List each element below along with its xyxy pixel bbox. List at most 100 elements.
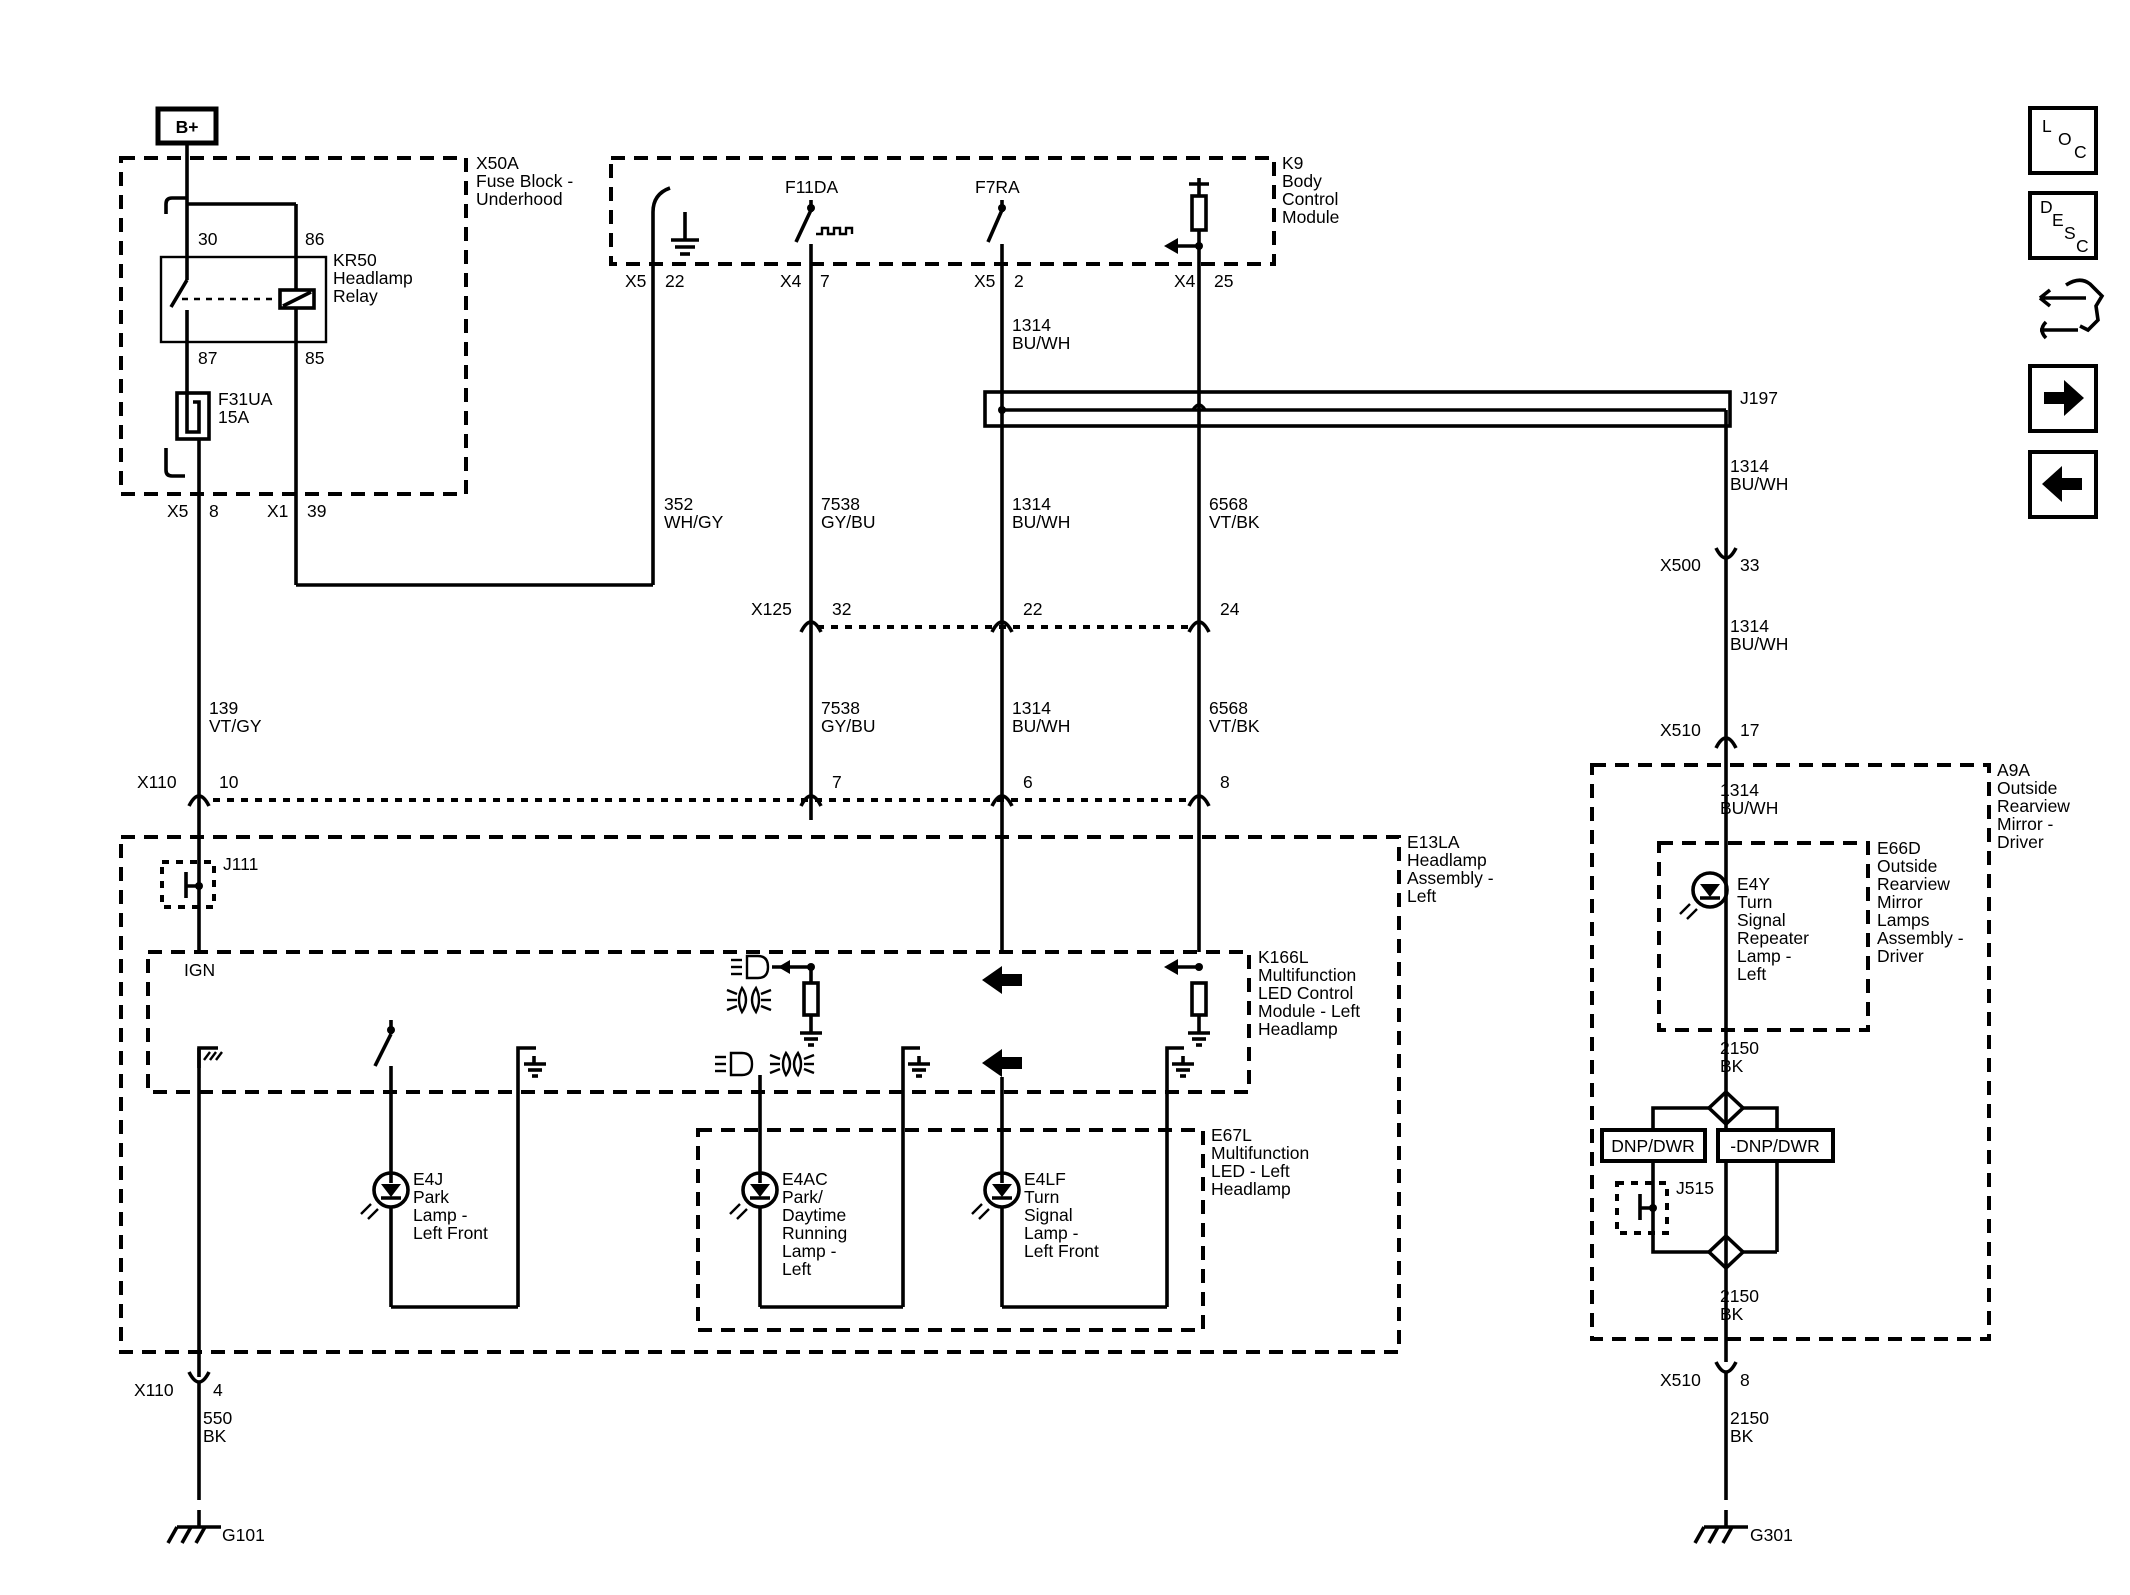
repeater-lamp-label: E4Y Turn Signal Repeater Lamp - Left bbox=[1737, 874, 1809, 984]
svg-text:7538: 7538 bbox=[821, 494, 860, 514]
svg-text:Park/: Park/ bbox=[782, 1187, 823, 1207]
svg-text:Assembly -: Assembly - bbox=[1407, 868, 1494, 888]
relay-pin-85: 85 bbox=[305, 348, 324, 368]
resistor-icon bbox=[1190, 194, 1208, 232]
bcm-p2-name: F11DA bbox=[785, 177, 838, 197]
location-button[interactable]: L O C bbox=[2028, 106, 2098, 175]
svg-text:Signal: Signal bbox=[1737, 910, 1786, 930]
bcm-p3-conn: X5 bbox=[974, 271, 995, 291]
svg-text:BU/WH: BU/WH bbox=[1720, 798, 1778, 818]
led-control-module-label: K166L Multifunction LED Control Module -… bbox=[1258, 947, 1360, 1039]
svg-text:1314: 1314 bbox=[1012, 698, 1051, 718]
j515-box bbox=[1615, 1181, 1669, 1235]
svg-text:Left: Left bbox=[1407, 886, 1436, 906]
svg-text:Turn: Turn bbox=[1024, 1187, 1059, 1207]
svg-text:LED Control: LED Control bbox=[1258, 983, 1353, 1003]
svg-text:-DNP/DWR: -DNP/DWR bbox=[1730, 1136, 1819, 1156]
multifunction-led-label: E67L Multifunction LED - Left Headlamp bbox=[1211, 1125, 1309, 1199]
svg-text:Body: Body bbox=[1282, 171, 1322, 191]
svg-text:Lamp -: Lamp - bbox=[782, 1241, 837, 1261]
fuse-out2-conn: X1 bbox=[267, 501, 288, 521]
option-dnp-dwr: DNP/DWR bbox=[1600, 1128, 1707, 1163]
mirror-lamps-box bbox=[1657, 841, 1870, 1032]
svg-text:Module: Module bbox=[1282, 207, 1339, 227]
svg-text:Daytime: Daytime bbox=[782, 1205, 846, 1225]
svg-text:VT/BK: VT/BK bbox=[1209, 512, 1260, 532]
svg-text:Outside: Outside bbox=[1877, 856, 1937, 876]
ground-g101-label: G101 bbox=[222, 1525, 265, 1545]
bcm-box bbox=[609, 156, 1276, 266]
svg-text:6568: 6568 bbox=[1209, 698, 1248, 718]
svg-text:E67L: E67L bbox=[1211, 1125, 1252, 1145]
splice-pack-j197 bbox=[983, 390, 1732, 428]
previous-page-button[interactable] bbox=[2028, 450, 2098, 519]
svg-text:Left: Left bbox=[782, 1259, 811, 1279]
bcm-label: K9 Body Control Module bbox=[1282, 153, 1339, 227]
fuse-block-label: X50A Fuse Block - Underhood bbox=[476, 153, 573, 209]
x500-pin: 33 bbox=[1740, 555, 1759, 575]
svg-text:139: 139 bbox=[209, 698, 238, 718]
fuse-out1-pin: 8 bbox=[209, 501, 219, 521]
svg-text:15A: 15A bbox=[218, 407, 249, 427]
svg-text:VT/GY: VT/GY bbox=[209, 716, 262, 736]
led-control-module-box bbox=[146, 950, 1251, 1094]
svg-text:1314: 1314 bbox=[1730, 456, 1769, 476]
svg-text:E: E bbox=[2052, 210, 2064, 230]
svg-text:1314: 1314 bbox=[1012, 315, 1051, 335]
description-button[interactable]: D E S C bbox=[2028, 191, 2098, 260]
battery-positive: B+ bbox=[155, 106, 219, 146]
next-page-button[interactable] bbox=[2028, 364, 2098, 433]
ground-g101-icon bbox=[166, 1525, 221, 1544]
svg-text:2150: 2150 bbox=[1720, 1038, 1759, 1058]
svg-text:550: 550 bbox=[203, 1408, 232, 1428]
headlamp-icon bbox=[731, 954, 770, 980]
svg-text:E4J: E4J bbox=[413, 1169, 443, 1189]
drl-icon bbox=[715, 1050, 815, 1078]
option-not-dnp-dwr: -DNP/DWR bbox=[1716, 1128, 1835, 1163]
svg-text:Park: Park bbox=[413, 1187, 449, 1207]
x510-pin: 17 bbox=[1740, 720, 1759, 740]
fuse-out2-pin: 39 bbox=[307, 501, 326, 521]
svg-text:Rearview: Rearview bbox=[1877, 874, 1950, 894]
svg-text:1314: 1314 bbox=[1012, 494, 1051, 514]
svg-text:Driver: Driver bbox=[1997, 832, 2044, 852]
svg-text:6568: 6568 bbox=[1209, 494, 1248, 514]
j111-label: J111 bbox=[223, 854, 258, 874]
module-resistor-1 bbox=[802, 981, 820, 1017]
svg-text:BK: BK bbox=[1720, 1304, 1744, 1324]
svg-text:Driver: Driver bbox=[1877, 946, 1924, 966]
mirror-label: A9A Outside Rearview Mirror - Driver bbox=[1997, 760, 2070, 852]
svg-text:Assembly -: Assembly - bbox=[1877, 928, 1964, 948]
svg-text:Signal: Signal bbox=[1024, 1205, 1073, 1225]
connector-tools-icon[interactable] bbox=[2038, 278, 2105, 340]
x500-label: X500 bbox=[1660, 555, 1701, 575]
svg-text:2150: 2150 bbox=[1720, 1286, 1759, 1306]
svg-text:Running: Running bbox=[782, 1223, 847, 1243]
svg-text:Module - Left: Module - Left bbox=[1258, 1001, 1360, 1021]
svg-text:C: C bbox=[2076, 236, 2089, 256]
relay-label: KR50 Headlamp Relay bbox=[333, 250, 413, 306]
svg-text:Mirror: Mirror bbox=[1877, 892, 1923, 912]
relay-pin-87: 87 bbox=[198, 348, 217, 368]
svg-text:GY/BU: GY/BU bbox=[821, 716, 875, 736]
svg-text:Lamps: Lamps bbox=[1877, 910, 1930, 930]
x510b-label: X510 bbox=[1660, 1370, 1701, 1390]
x110-pin1: 10 bbox=[219, 772, 239, 792]
x510b-pin: 8 bbox=[1740, 1370, 1750, 1390]
drl-lamp-label: E4AC Park/ Daytime Running Lamp - Left bbox=[782, 1169, 847, 1279]
bcm-p3-name: F7RA bbox=[975, 177, 1020, 197]
svg-text:Headlamp: Headlamp bbox=[1211, 1179, 1291, 1199]
arrow-left-nav-icon bbox=[2042, 466, 2082, 502]
svg-text:E4Y: E4Y bbox=[1737, 874, 1770, 894]
j111-box bbox=[160, 860, 216, 909]
